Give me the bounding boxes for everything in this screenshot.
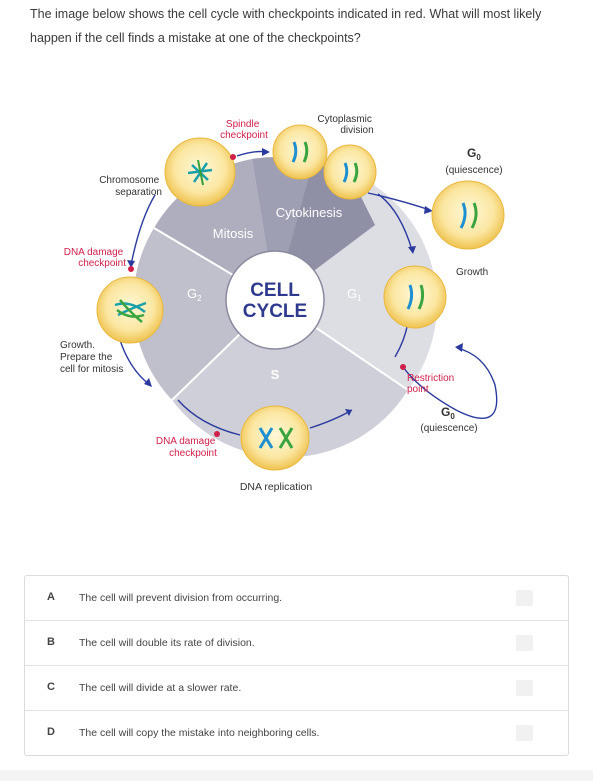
answer-options: A The cell will prevent division from oc… bbox=[24, 575, 569, 756]
option-text: The cell will prevent division from occu… bbox=[79, 592, 283, 604]
center-title-line2: CYCLE bbox=[243, 301, 307, 322]
phase-g1: G1 bbox=[347, 286, 362, 303]
phase-s: S bbox=[271, 367, 280, 382]
option-letter: B bbox=[47, 636, 55, 648]
phase-mitosis: Mitosis bbox=[213, 226, 254, 241]
label-cytoplasmic-division: Cytoplasmic division bbox=[317, 114, 374, 136]
option-b[interactable]: B The cell will double its rate of divis… bbox=[25, 621, 568, 666]
cell-g2 bbox=[96, 276, 164, 344]
cell-cycle-diagram: CELL CYCLE Mitosis Cytokinesis G2 G1 S bbox=[60, 114, 505, 493]
option-c[interactable]: C The cell will divide at a slower rate. bbox=[25, 666, 568, 711]
label-dna-damage-checkpoint-top: DNA damage checkpoint bbox=[64, 247, 126, 269]
phase-g2: G2 bbox=[187, 286, 202, 303]
option-text: The cell will divide at a slower rate. bbox=[79, 682, 242, 694]
option-d[interactable]: D The cell will copy the mistake into ne… bbox=[25, 711, 568, 755]
option-checkbox[interactable] bbox=[516, 680, 533, 696]
label-chromosome-separation: Chromosome separation bbox=[99, 175, 162, 198]
option-checkbox[interactable] bbox=[516, 725, 533, 741]
checkpoint-dots bbox=[128, 154, 406, 437]
label-growth-prepare: Growth. Prepare the cell for mitosis bbox=[60, 340, 123, 375]
arrow-heads bbox=[127, 148, 463, 416]
label-spindle-checkpoint: Spindle checkpoint bbox=[220, 119, 268, 141]
ring-segment-s bbox=[172, 300, 408, 458]
center-circle bbox=[225, 250, 325, 350]
cell-spindle bbox=[272, 124, 328, 180]
phase-cytokinesis: Cytokinesis bbox=[276, 205, 343, 220]
label-g0-bottom: G0 bbox=[441, 405, 455, 421]
option-letter: C bbox=[47, 681, 55, 693]
option-text: The cell will double its rate of divisio… bbox=[79, 637, 255, 649]
option-checkbox[interactable] bbox=[516, 590, 533, 606]
option-checkbox[interactable] bbox=[516, 635, 533, 651]
option-letter: A bbox=[47, 591, 55, 603]
option-letter: D bbox=[47, 726, 55, 738]
label-quiescence-top: (quiescence) bbox=[445, 165, 502, 176]
label-restriction-point: Restriction point bbox=[407, 373, 457, 395]
center-title-line1: CELL bbox=[250, 280, 300, 301]
ring-segment-g2 bbox=[133, 228, 275, 400]
option-a[interactable]: A The cell will prevent division from oc… bbox=[25, 576, 568, 621]
bottom-bar bbox=[0, 770, 593, 781]
cell-g0-top bbox=[431, 180, 505, 250]
cell-mitosis bbox=[164, 137, 236, 207]
label-quiescence-bottom: (quiescence) bbox=[420, 423, 477, 434]
label-dna-replication: DNA replication bbox=[240, 481, 313, 493]
cell-dna-replication bbox=[240, 405, 310, 471]
option-text: The cell will copy the mistake into neig… bbox=[79, 727, 320, 739]
label-g0-top: G0 bbox=[467, 146, 481, 162]
label-dna-damage-checkpoint-bottom: DNA damage checkpoint bbox=[156, 436, 218, 459]
cell-cytoplasmic bbox=[323, 144, 377, 200]
question-text: The image below shows the cell cycle wit… bbox=[30, 7, 542, 45]
cell-g1 bbox=[383, 265, 447, 329]
label-growth: Growth bbox=[456, 267, 488, 278]
